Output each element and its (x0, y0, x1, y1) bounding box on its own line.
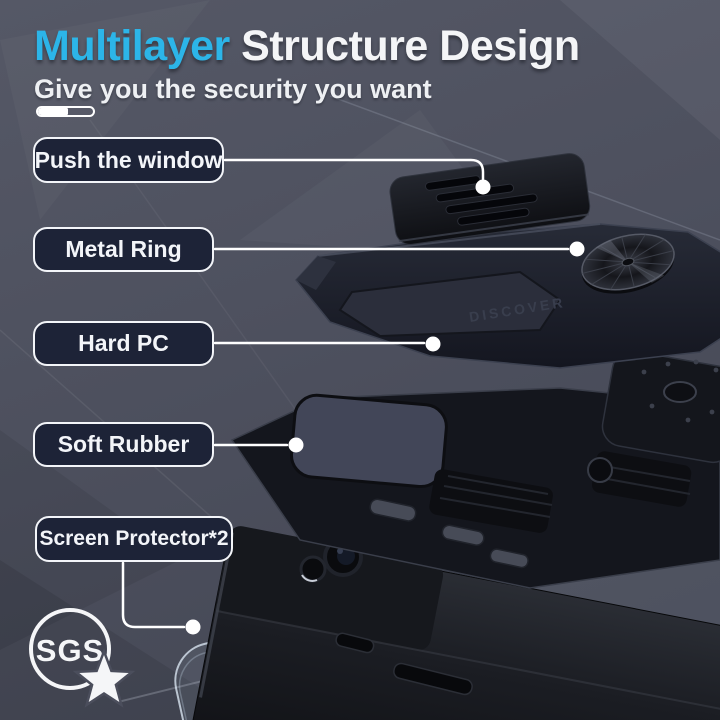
header: Multilayer Structure Design Give you the… (34, 22, 580, 105)
callout-line-screen-protector (121, 561, 186, 629)
slide-window-opening (338, 270, 562, 338)
grip-texture (429, 451, 692, 533)
camera-cutout (289, 393, 448, 489)
page-title: Multilayer Structure Design (34, 22, 580, 71)
phone-volume-button (393, 662, 473, 696)
callout-label-push-the-window: Push the window (33, 137, 224, 183)
grip-rib (445, 193, 538, 215)
callout-dot (425, 336, 441, 352)
hard-pc-layer: DISCOVER (295, 223, 720, 464)
grip-rib (457, 207, 530, 226)
metal-ring-disc (581, 233, 675, 294)
progress-pill (36, 106, 95, 117)
callout-label-hard-pc: Hard PC (33, 321, 214, 366)
grip-rib (425, 175, 481, 191)
callout-dots (185, 179, 585, 635)
callout-lines (121, 158, 570, 629)
star-icon (72, 647, 136, 708)
soft-rubber-layer (230, 387, 720, 589)
callout-dot (475, 179, 491, 195)
callout-dot (569, 241, 585, 257)
title-accent: Multilayer (34, 22, 230, 70)
sgs-badge: SGS (29, 608, 136, 708)
sgs-text: SGS (36, 633, 104, 668)
callout-line-push-window (223, 158, 485, 181)
callout-dot (288, 437, 304, 453)
callout-label-metal-ring: Metal Ring (33, 227, 214, 272)
callout-label-screen-protector: Screen Protector*2 (35, 516, 233, 562)
progress-pill-fill (38, 108, 69, 115)
kickstand-plate (601, 350, 720, 464)
phone-power-button (335, 632, 375, 654)
title-rest: Structure Design (229, 22, 580, 70)
grip-rib (435, 183, 515, 203)
slide-window-layer (389, 153, 591, 245)
callout-label-soft-rubber: Soft Rubber (33, 422, 214, 467)
callout-dot (185, 619, 201, 635)
page-subtitle: Give you the security you want (34, 74, 432, 104)
case-edge-buttons (369, 498, 529, 569)
